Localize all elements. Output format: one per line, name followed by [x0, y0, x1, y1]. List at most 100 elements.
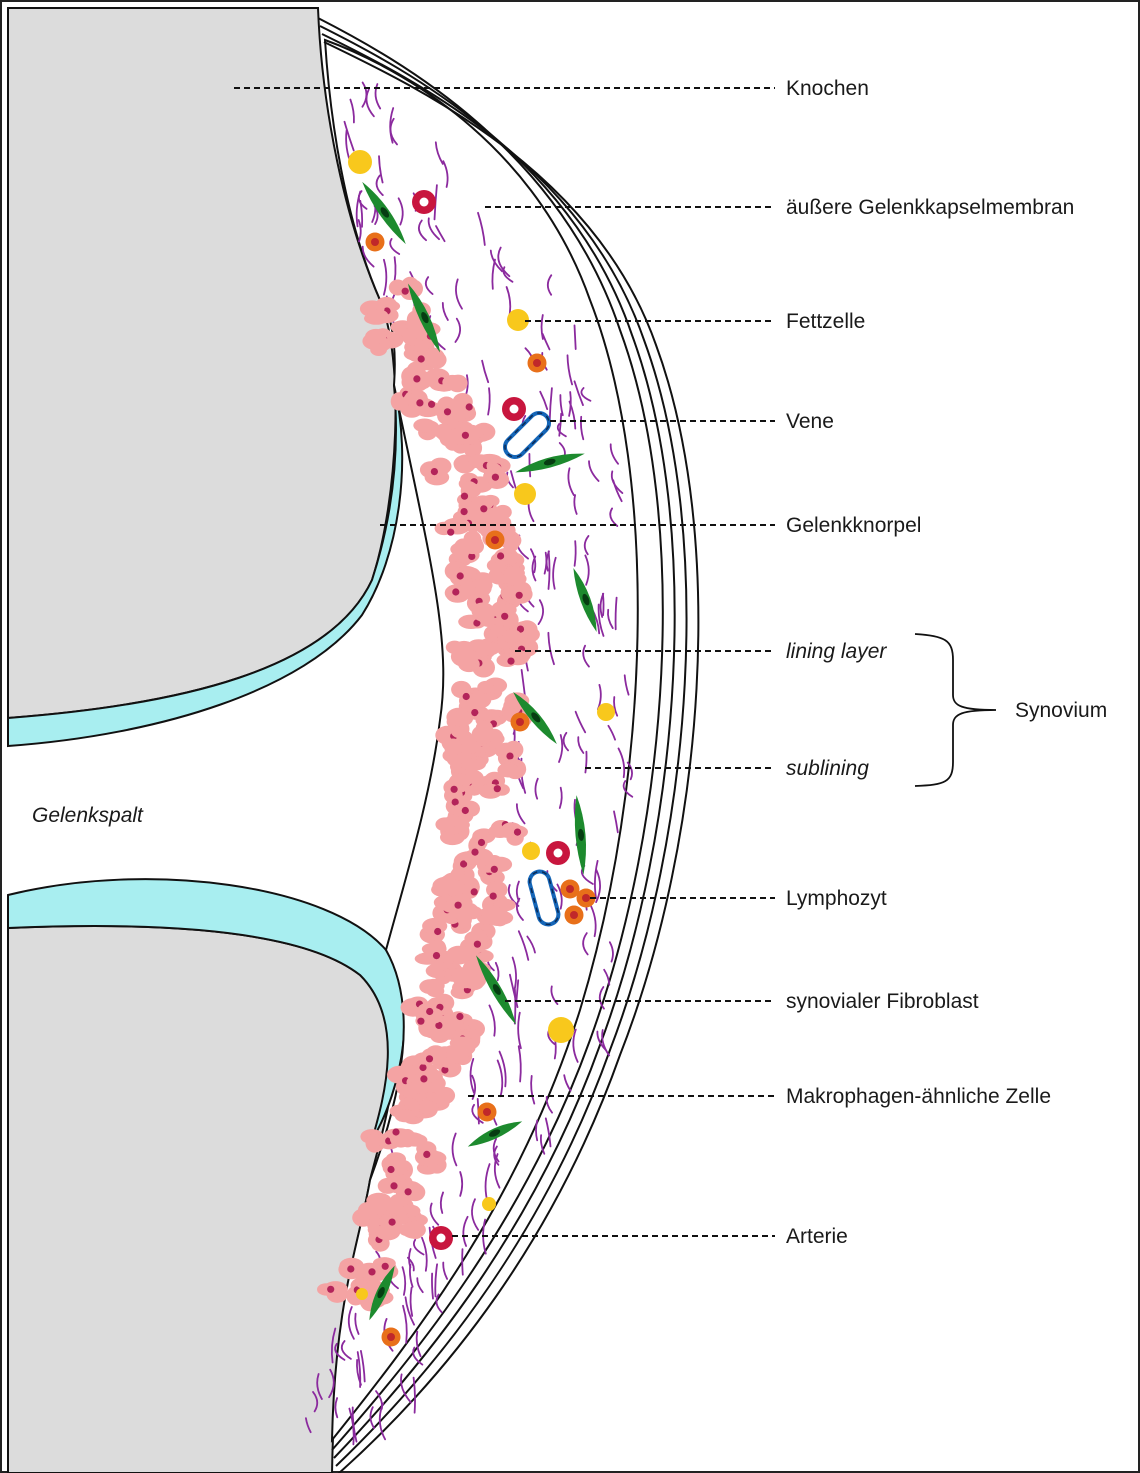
fat-cell — [514, 483, 536, 505]
lymphocyte — [478, 1103, 497, 1122]
lining-cell-nucleus — [426, 1008, 433, 1015]
lining-cell-nucleus — [461, 508, 468, 515]
fibre — [573, 1030, 577, 1062]
lining-cell-nucleus — [402, 288, 409, 295]
fibre — [575, 541, 576, 566]
lymphocyte-nucleus — [371, 238, 379, 246]
lymphocyte-nucleus — [566, 885, 574, 893]
lining-cell-nucleus — [447, 529, 454, 536]
lymphocyte — [561, 880, 580, 899]
lining-cell-nucleus — [462, 432, 469, 439]
fibre — [414, 1378, 415, 1413]
label-vene: Vene — [786, 410, 834, 433]
lining-cell-nucleus — [463, 693, 470, 700]
lining-cell-lobe — [365, 329, 387, 344]
lining-cell-nucleus — [389, 1219, 396, 1226]
artery — [502, 397, 526, 421]
label-synovium: Synovium — [1015, 699, 1107, 722]
lining-cell-nucleus — [431, 468, 438, 475]
lymphocyte — [486, 531, 505, 550]
lining-cell-nucleus — [417, 1018, 424, 1025]
lining-cell-nucleus — [494, 785, 501, 792]
lining-cell-lobe — [403, 393, 428, 406]
lining-cell-nucleus — [347, 1265, 354, 1272]
artery-lumen — [437, 1234, 446, 1243]
lining-cell-lobe — [367, 309, 388, 323]
lining-cell-lobe — [480, 729, 498, 742]
lining-cell-lobe — [407, 1220, 424, 1239]
lymphocyte-nucleus — [570, 911, 578, 919]
lining-cell-lobe — [477, 681, 494, 694]
fat-cell — [356, 1288, 368, 1300]
lining-cell-nucleus — [501, 613, 508, 620]
fibre — [462, 1249, 463, 1275]
synovium-brace — [915, 634, 996, 786]
lining-cell-nucleus — [423, 1151, 430, 1158]
fibre — [515, 990, 516, 1024]
label-lining-layer: lining layer — [786, 640, 887, 663]
lining-cell-nucleus — [392, 1128, 399, 1135]
fibre — [610, 942, 613, 961]
lymphocyte-nucleus — [387, 1333, 395, 1341]
artery-lumen — [510, 405, 519, 414]
lining-cell-lobe — [493, 551, 515, 565]
lining-cell-lobe — [481, 906, 505, 922]
lymphocyte-nucleus — [483, 1108, 491, 1116]
lining-cell — [427, 1021, 452, 1040]
lining-cell-lobe — [450, 1036, 475, 1049]
lining-cell-nucleus — [516, 592, 523, 599]
lining-cell-nucleus — [462, 807, 469, 814]
lining-cell-lobe — [461, 759, 483, 771]
fibre — [616, 598, 617, 630]
lymphocyte-nucleus — [491, 536, 499, 544]
lining-cell-nucleus — [507, 658, 514, 665]
lymphocyte-nucleus — [516, 718, 524, 726]
artery-lumen — [420, 198, 429, 207]
lining-cell-nucleus — [452, 588, 459, 595]
lining-cell-nucleus — [327, 1286, 334, 1293]
fat-cell — [482, 1197, 496, 1211]
lymphocyte — [528, 354, 547, 373]
fibre — [604, 970, 609, 985]
lining-cell-lobe — [497, 763, 518, 778]
fat-cell — [522, 842, 540, 860]
lining-cell-nucleus — [474, 941, 481, 948]
label-lymphozyt: Lymphozyt — [786, 887, 887, 910]
lining-cell-nucleus — [390, 1182, 397, 1189]
lining-cell-nucleus — [433, 952, 440, 959]
lining-cell-lobe — [435, 817, 454, 831]
lining-cell-lobe — [395, 1109, 415, 1122]
label-gelenkknorpel: Gelenkknorpel — [786, 514, 921, 537]
lining-cell-lobe — [477, 606, 494, 625]
fibre — [547, 1097, 552, 1113]
lymphocyte — [511, 713, 530, 732]
lining-cell — [449, 1036, 475, 1057]
lining-cell-nucleus — [451, 786, 458, 793]
lining-cell-nucleus — [413, 375, 420, 382]
lining-cell-nucleus — [455, 902, 462, 909]
label-fettzelle: Fettzelle — [786, 310, 865, 333]
lining-cell-nucleus — [491, 866, 498, 873]
lining-cell-nucleus — [416, 399, 423, 406]
label-sublining: sublining — [786, 757, 869, 780]
lining-cell-nucleus — [420, 1075, 427, 1082]
lining-cell-lobe — [461, 535, 483, 555]
lining-cell-nucleus — [466, 403, 473, 410]
lining-cell-lobe — [475, 579, 492, 592]
lining-cell-nucleus — [419, 1064, 426, 1071]
lining-cell-lobe — [502, 629, 521, 643]
lining-cell-lobe — [448, 375, 467, 393]
label-gelenkspalt: Gelenkspalt — [32, 804, 144, 827]
lining-cell-nucleus — [405, 1188, 412, 1195]
fibre — [549, 551, 550, 589]
artery — [429, 1226, 453, 1250]
lining-cell-lobe — [413, 419, 435, 433]
lymphocyte — [366, 233, 385, 252]
lining-cell-lobe — [419, 979, 440, 994]
lining-cell-lobe — [454, 946, 472, 962]
lining-cell-nucleus — [426, 1055, 433, 1062]
lining-cell-lobe — [432, 877, 457, 895]
lining-cell-lobe — [399, 1132, 423, 1144]
lining-cell-nucleus — [461, 493, 468, 500]
lining-cell-nucleus — [387, 1166, 394, 1173]
